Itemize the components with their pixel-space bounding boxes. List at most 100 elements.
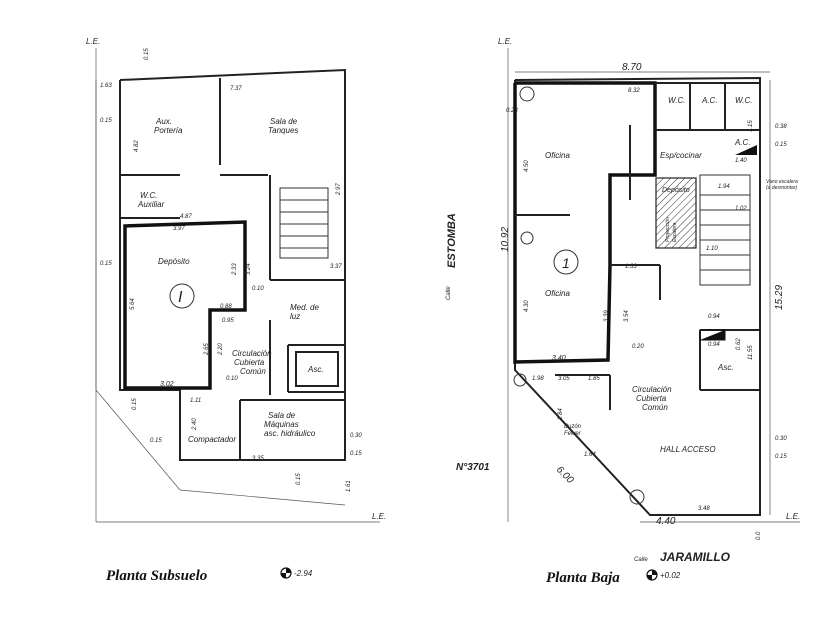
dim-l-r8: 1.61 xyxy=(346,480,352,492)
deposito-hatched xyxy=(655,177,697,249)
planta-subsuelo: L.E. L.E. I Aux. xyxy=(86,37,386,584)
dim-l-15: 0.15 xyxy=(150,438,162,444)
dim-r-d19: 3.39 xyxy=(604,310,610,322)
room-maq-2: Máquinas xyxy=(264,420,299,429)
dim-r-d17: 4.50 xyxy=(524,160,530,172)
dim-l-r4: 3.24 xyxy=(246,263,252,275)
dim-l-16: 3.37 xyxy=(330,264,342,270)
dim-r-d28: 2.84 xyxy=(558,408,564,421)
dim-r-d5: 1.15 xyxy=(748,120,754,132)
dim-l-9: 3.02 xyxy=(160,381,174,388)
room-circ-3-right: Común xyxy=(642,403,668,412)
unit-circle-left xyxy=(169,283,195,309)
title-left: Planta Subsuelo xyxy=(106,568,207,584)
level-right: +0.02 xyxy=(660,571,681,580)
vano-1: Vano escalera xyxy=(766,179,798,185)
level-left: -2.94 xyxy=(294,569,313,578)
le-bottom-label-left: L.E. xyxy=(372,512,386,521)
dim-r-d39: 0.15 xyxy=(775,454,787,460)
room-circ-1-right: Circulación xyxy=(632,385,672,394)
room-deposito-right: Depósito xyxy=(662,187,690,194)
dim-r-d21: 3.40 xyxy=(552,355,566,362)
room-luz: luz xyxy=(290,312,300,321)
dim-l-10: 0.10 xyxy=(226,376,238,382)
dim-right-depth: 15.29 xyxy=(774,285,785,310)
dim-r-d37: 3.48 xyxy=(698,506,710,512)
dim-r-d35: 1.64 xyxy=(584,452,596,458)
street-bottom: JARAMILLO xyxy=(660,550,731,564)
dim-r-d22: 0.20 xyxy=(632,344,644,350)
dim-r-d31: 0.62 xyxy=(736,338,742,350)
room-asc-left: Asc. xyxy=(307,365,324,374)
dim-r-d1: 0.23 xyxy=(506,108,518,114)
dim-l-r2: 5.64 xyxy=(130,298,136,310)
dim-l-6: 0.10 xyxy=(252,286,264,292)
dim-l-r3: 2.33 xyxy=(232,263,238,276)
dim-r-d20: 3.54 xyxy=(624,310,630,322)
unit-circle-right xyxy=(553,249,579,275)
dim-l-13: 0.30 xyxy=(350,433,362,439)
le-bottom-label-right: L.E. xyxy=(786,512,800,521)
dim-l-0: 1.63 xyxy=(100,83,112,89)
proy-1: Proyección xyxy=(665,217,671,242)
vano-2: (a desmontar) xyxy=(766,185,797,191)
address: N°3701 xyxy=(456,462,490,473)
dim-chamfer: 6.00 xyxy=(554,464,576,486)
dim-r-d9: 1.02 xyxy=(735,206,747,212)
dim-bottom-width: 4.40 xyxy=(656,516,676,527)
room-compactador: Compactador xyxy=(188,435,236,444)
dim-l-11: 1.11 xyxy=(190,398,201,404)
dim-l-14: 0.15 xyxy=(350,451,362,457)
dim-r-d33: 1.98 xyxy=(532,376,544,382)
room-sala-tanques-1: Sala de xyxy=(270,117,298,126)
room-buzon-1: Buzón xyxy=(564,424,582,430)
dim-r-d6: 1.40 xyxy=(735,158,747,164)
dim-r-d4: 0.15 xyxy=(775,142,787,148)
street-bottom-prefix: Calle xyxy=(634,557,648,563)
unit-number-right: 1 xyxy=(562,255,570,271)
street-side-prefix: Calle xyxy=(446,286,452,300)
room-espcocinar: Esp/cocinar xyxy=(660,151,702,160)
room-wc2: W.C. xyxy=(735,96,752,105)
dim-r-d3: 0.38 xyxy=(775,124,787,130)
dim-l-7: 0.88 xyxy=(220,304,232,310)
room-wc1: W.C. xyxy=(668,96,685,105)
le-top-label-left: L.E. xyxy=(86,37,100,46)
dim-r-d13: 1.10 xyxy=(706,246,718,252)
room-circ-1-left: Circulación xyxy=(232,349,272,358)
le-top-label-right: L.E. xyxy=(498,37,512,46)
room-circ-3-left: Común xyxy=(240,367,266,376)
dim-r-d44: 0.0 xyxy=(756,531,762,540)
unit-number-left: I xyxy=(178,289,183,306)
dim-l-2: 7.37 xyxy=(230,86,242,92)
deposito-outline xyxy=(123,220,247,390)
dim-l-r11: 2.20 xyxy=(218,343,224,356)
planta-baja: L.E. L.E. xyxy=(446,37,800,586)
room-med: Med. de xyxy=(290,303,319,312)
room-maq-1: Sala de xyxy=(268,411,296,420)
dim-r-d32: 1.85 xyxy=(588,376,600,382)
dim-l-4: 4.87 xyxy=(180,214,192,220)
dim-r-d29: 0.94 xyxy=(708,314,720,320)
dim-l-5: 0.15 xyxy=(100,261,112,267)
dim-l-3: 3.97 xyxy=(173,226,185,232)
room-circ-2-left: Cubierta xyxy=(234,358,265,367)
room-oficina2: Oficina xyxy=(545,289,570,298)
room-deposito-left: Depósito xyxy=(158,257,190,266)
proy-2: Escalera xyxy=(672,222,678,242)
dim-r-d18: 4.30 xyxy=(524,300,530,312)
dim-side-depth: 10.92 xyxy=(500,227,511,252)
room-maq-3: asc. hidráulico xyxy=(264,429,316,438)
level-marker-icon xyxy=(646,569,658,581)
level-marker-icon xyxy=(280,567,292,579)
dim-top-width: 8.70 xyxy=(622,62,642,73)
dim-r-d34: 3.05 xyxy=(558,376,570,382)
dim-r-d38: 0.30 xyxy=(775,436,787,442)
dim-r-d23: 1.33 xyxy=(625,264,637,270)
room-circ-2-right: Cubierta xyxy=(636,394,667,403)
dim-l-r7: 0.15 xyxy=(296,473,302,485)
dim-r-d8: 1.94 xyxy=(718,184,730,190)
street-side: ESTOMBA xyxy=(446,213,458,268)
title-right: Planta Baja xyxy=(546,570,620,586)
